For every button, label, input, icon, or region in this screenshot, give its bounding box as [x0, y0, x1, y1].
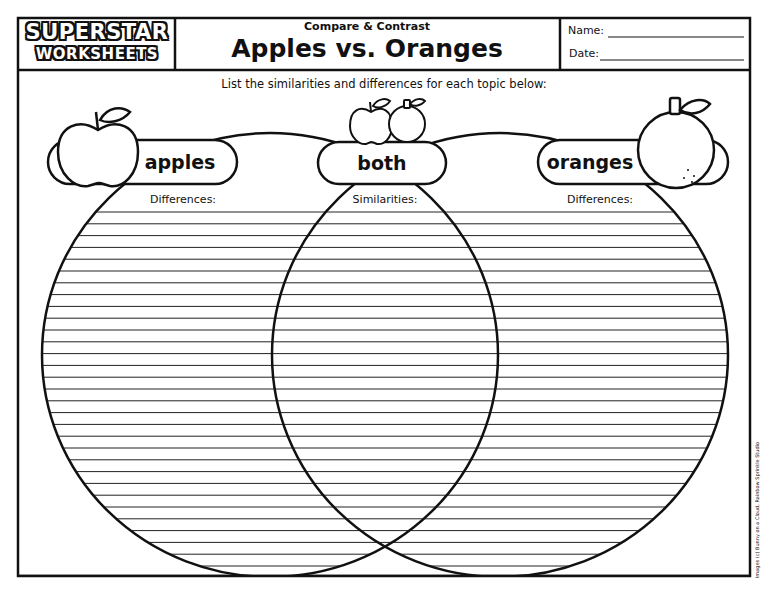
venn-region: applesDifferences:	[42, 133, 498, 573]
writing-line	[40, 530, 730, 531]
writing-line	[40, 566, 730, 567]
pill-label: both	[357, 153, 406, 174]
writing-line	[40, 507, 730, 508]
writing-line	[40, 459, 730, 460]
writing-line	[40, 542, 730, 543]
pill-label: apples	[145, 152, 216, 173]
field-label: Date:	[569, 48, 599, 60]
writing-line	[40, 424, 730, 425]
logo-text: SUPERSTAR	[26, 21, 169, 44]
writing-line	[40, 400, 730, 401]
writing-line	[40, 377, 730, 378]
writing-line	[40, 554, 730, 555]
writing-line	[40, 483, 730, 484]
writing-line	[40, 294, 730, 295]
column-heading: Similarities:	[353, 194, 418, 206]
writing-line	[40, 212, 730, 213]
writing-line	[40, 330, 730, 331]
copyright-note: Images (c) Bunny on a Cloud, Rainbow Spr…	[755, 442, 761, 578]
writing-line	[40, 306, 730, 307]
writing-line	[40, 412, 730, 413]
worksheet-title: Apples vs. Oranges	[231, 35, 503, 63]
writing-line	[40, 389, 730, 390]
writing-line	[40, 341, 730, 342]
subtitle: Compare & Contrast	[304, 21, 430, 33]
venn-region: bothSimilarities:	[272, 133, 498, 573]
writing-line	[40, 259, 730, 260]
writing-line	[40, 235, 730, 236]
column-heading: Differences:	[567, 194, 633, 206]
writing-line	[40, 353, 730, 354]
writing-line	[40, 365, 730, 366]
venn-region: orangesDifferences:	[272, 133, 728, 573]
writing-line	[40, 318, 730, 319]
writing-line	[40, 518, 730, 519]
writing-line	[40, 471, 730, 472]
writing-line	[40, 247, 730, 248]
writing-line	[40, 223, 730, 224]
instruction: List the similarities and differences fo…	[221, 78, 546, 91]
column-heading: Differences:	[150, 194, 216, 206]
writing-line	[40, 271, 730, 272]
writing-line	[40, 282, 730, 283]
writing-line	[40, 495, 730, 496]
writing-line	[40, 448, 730, 449]
writing-line	[40, 436, 730, 437]
logo-text: WORKSHEETS	[36, 46, 158, 63]
field-label: Name:	[568, 25, 604, 37]
pill-label: oranges	[547, 152, 634, 173]
